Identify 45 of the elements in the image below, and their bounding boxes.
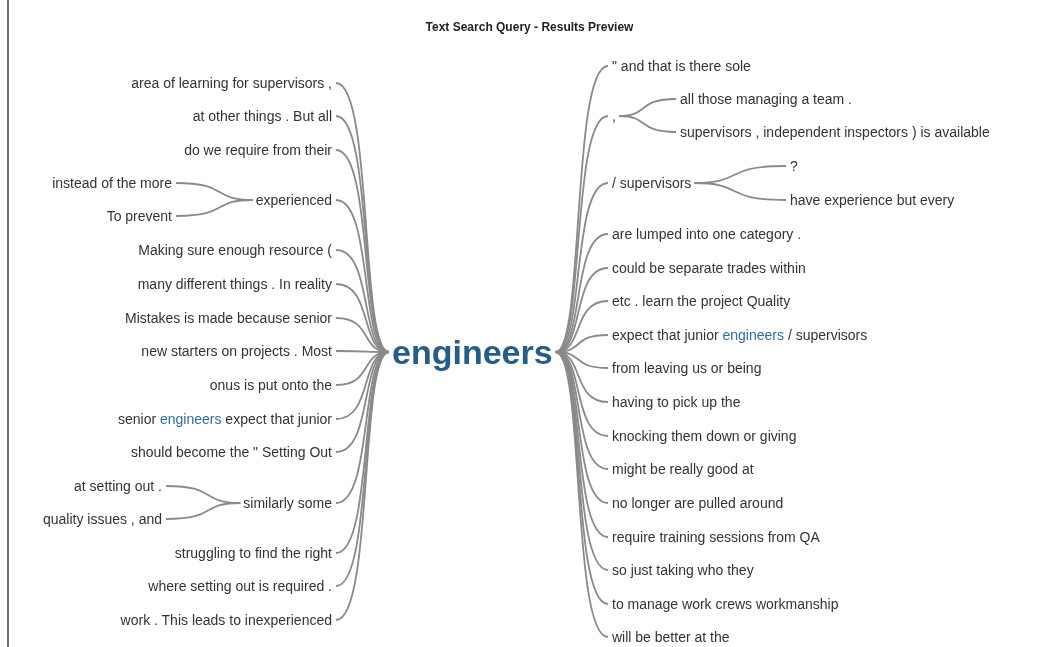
phrase-text: area of learning for supervisors ,	[131, 75, 332, 91]
phrase-text: " and that is there sole	[612, 58, 751, 74]
phrase-text: so just taking who they	[612, 562, 754, 578]
phrase-text: experienced	[255, 192, 332, 208]
chart-title: Text Search Query - Results Preview	[424, 20, 635, 34]
phrase-text: at setting out .	[74, 478, 162, 494]
phrase-text: ,	[612, 108, 616, 124]
phrase-text: will be better at the	[612, 629, 730, 645]
phrase-text: expect that junior engineers / supervisors	[612, 327, 868, 343]
phrase-text: struggling to find the right	[174, 545, 332, 561]
branch-line	[693, 182, 787, 201]
branch-line	[165, 502, 242, 520]
phrase-text: where setting out is required .	[148, 578, 332, 594]
search-term: engineers	[392, 332, 553, 372]
phrase-text: onus is put onto the	[209, 377, 332, 393]
phrase-text: similarly some	[243, 495, 332, 511]
phrase-text: to manage work crews workmanship	[612, 596, 839, 612]
phrase-text: many different things . In reality	[137, 276, 332, 292]
phrase-text: no longer are pulled around	[612, 495, 784, 511]
phrase-text: all those managing a team .	[680, 91, 852, 107]
phrase-text: instead of the more	[52, 175, 172, 191]
phrase-text: new starters on projects . Most	[141, 343, 332, 359]
phrase-text: have experience but every	[790, 192, 955, 208]
phrase-text: ?	[790, 158, 798, 174]
phrase-text: Mistakes is made because senior	[125, 310, 332, 326]
phrase-text: might be really good at	[612, 461, 754, 477]
phrase-text: / supervisors	[612, 175, 692, 191]
branch-line	[175, 199, 254, 217]
phrase-text: from leaving us or being	[612, 360, 762, 376]
branch-line	[618, 115, 677, 133]
phrase-text: quality issues , and	[42, 511, 162, 527]
phrase-text: require training sessions from QA	[612, 529, 820, 545]
phrase-text: supervisors , independent inspectors ) is available	[680, 124, 990, 140]
phrase-text: etc . learn the project Quality	[612, 293, 791, 309]
phrase-text: could be separate trades within	[612, 260, 806, 276]
phrase-text: work . This leads to inexperienced	[120, 612, 332, 628]
phrase-text: do we require from their	[184, 142, 332, 158]
phrase-text: at other things . But all	[192, 108, 332, 124]
phrase-text: should become the " Setting Out	[130, 444, 332, 460]
phrase-text: To prevent	[106, 208, 172, 224]
phrase-text: are lumped into one category .	[612, 226, 802, 242]
phrase-text: senior engineers expect that junior	[117, 411, 332, 427]
phrase-text: having to pick up the	[612, 394, 741, 410]
phrase-text: Making sure enough resource (	[138, 242, 332, 258]
phrase-text: knocking them down or giving	[612, 428, 797, 444]
